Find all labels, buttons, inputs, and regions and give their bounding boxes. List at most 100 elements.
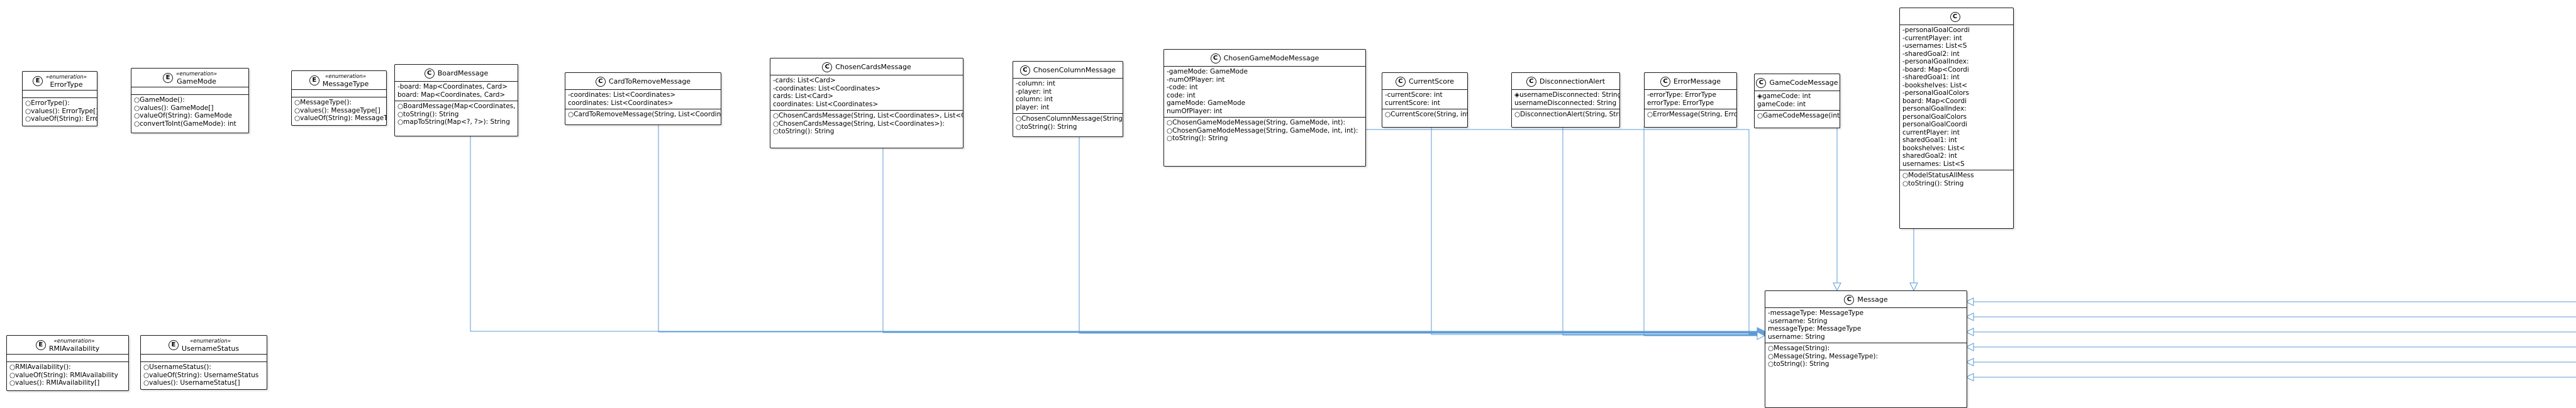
stereotype-label: «enumeration» (46, 74, 87, 80)
method-row: ○valueOf(String): GameMode (134, 112, 233, 119)
field-row: gameCode: int (1757, 100, 1806, 108)
class-titles: «enumeration»UsernameStatus (182, 338, 239, 353)
class-box-username-status: E«enumeration»UsernameStatus○UsernameSta… (140, 335, 267, 390)
fields-section: -coordinates: List<Coordinates> coordina… (565, 89, 721, 109)
class-icon: C (1526, 76, 1536, 87)
method-row: ○toString(): String (397, 110, 459, 118)
field-row: -gameMode: GameMode (1167, 68, 1248, 75)
field-row: coordinates: List<Coordinates> (773, 100, 879, 108)
field-row: -currentScore: int (1385, 91, 1443, 99)
inheritance-edge-disconnection-alert (1562, 126, 1757, 336)
inheritance-edge-error-message (1643, 126, 1757, 336)
field-row: -errorType: ErrorType (1647, 91, 1716, 99)
method-row: ○toString(): String (1016, 123, 1077, 131)
method-row: ○values(): ErrorType[] (25, 107, 97, 115)
class-box-game-mode: E«enumeration»GameMode○GameMode():○value… (131, 68, 249, 133)
field-row: -personalGoalIndex: (1902, 58, 1969, 65)
class-name: DisconnectionAlert (1539, 77, 1606, 85)
method-row: ○ChosenGameModeMessage(String, GameMode,… (1167, 119, 1346, 126)
class-header: E«enumeration»RMIAvailability (7, 336, 128, 354)
method-row: ○Message(String): (1768, 345, 1830, 352)
class-titles: CardToRemoveMessage (609, 77, 691, 85)
field-row: personalGoalCoordi (1902, 121, 1968, 128)
methods-section: ○ErrorType():○values(): ErrorType[]○valu… (23, 97, 97, 125)
methods-section: ○DisconnectionAlert(String, String): (1512, 109, 1619, 121)
field-row: sharedGoal2: int (1902, 152, 1957, 160)
field-row: code: int (1167, 91, 1196, 99)
enum-icon: E (309, 75, 319, 85)
class-titles: ChosenGameModeMessage (1224, 54, 1319, 62)
fields-section: -board: Map<Coordinates, Card> board: Ma… (395, 81, 518, 101)
fields-section (131, 87, 248, 94)
class-name: MessageType (322, 80, 369, 88)
class-box-message-type: E «enumeration»MessageType ○MessageType():… (291, 70, 387, 126)
method-row: ○CurrentScore(String, int): (1385, 111, 1468, 118)
field-row: -code: int (1167, 84, 1198, 91)
fields-section: -errorType: ErrorType errorType: ErrorTy… (1645, 89, 1736, 109)
inheritance-edge-card-to-remove (658, 124, 1757, 333)
stereotype-label: «enumeration» (53, 338, 95, 345)
method-row: ○values(): MessageType[] (294, 106, 380, 114)
class-name: ChosenCardsMessage (835, 62, 911, 71)
stereotype-label: «enumeration» (325, 74, 366, 80)
field-row: column: int (1016, 96, 1053, 103)
method-row: ○valueOf(String): ErrorType (25, 115, 97, 123)
fields-section: -personalGoalCoordi-currentPlayer: int-u… (1900, 25, 2013, 170)
class-name: RMIAvailability (48, 345, 100, 353)
class-titles: CurrentScore (1409, 77, 1454, 85)
field-row: -board: Map<Coordinates, Card> (397, 83, 508, 91)
class-titles: «enumeration»GameMode (176, 70, 217, 85)
class-titles: ChosenColumnMessage (1033, 66, 1116, 74)
method-row: ○ChosenGameModeMessage(String, GameMode,… (1167, 126, 1358, 135)
field-row: -numOfPlayer: int (1167, 75, 1225, 84)
class-titles: ChosenCardsMessage (835, 63, 911, 71)
fields-section: ◈gameCode: int gameCode: int (1755, 91, 1840, 110)
field-row: gameMode: GameMode (1167, 99, 1246, 107)
methods-section: ○ChosenColumnMessage(String, int):○toStr… (1013, 113, 1123, 133)
method-row: ○toString(): String (1902, 179, 1964, 187)
field-row: sharedGoal1: int (1902, 136, 1957, 144)
fields-section (23, 90, 97, 97)
fields-section: -currentScore: int currentScore: int (1382, 89, 1467, 109)
fields-section (292, 89, 386, 97)
class-icon: C (1395, 76, 1406, 87)
class-box-rmi-availability: E«enumeration»RMIAvailability○RMIAvailab… (6, 335, 129, 391)
field-row: -cards: List<Card> (773, 77, 836, 84)
class-icon: C (1844, 294, 1855, 305)
enum-icon: E (35, 340, 46, 350)
class-titles: «enumeration»RMIAvailability (49, 338, 99, 353)
field-row: -player: int (1016, 87, 1052, 96)
fields-section: -messageType: MessageType-username: Stri… (1765, 307, 1967, 343)
methods-section: ○GameCodeMessage(int): (1755, 110, 1840, 122)
field-row: usernames: List<S (1902, 160, 1965, 168)
method-row: ○values(): RMIAvailability[] (9, 379, 100, 387)
class-titles: «enumeration»ErrorType (46, 74, 87, 89)
fields-section (141, 354, 267, 361)
field-row: -personalGoalCoordi (1902, 26, 1970, 34)
methods-section: ○GameMode():○values(): GameMode[]○valueO… (131, 94, 248, 130)
methods-section: ○UsernameStatus():○valueOf(String): User… (141, 361, 267, 389)
fields-section: -column: int-player: int column: int pla… (1013, 78, 1123, 113)
method-row: ○ChosenCardsMessage(String, List<Coordin… (773, 119, 945, 128)
field-row: coordinates: List<Coordinates> (568, 99, 674, 107)
methods-section: ○ChosenGameModeMessage(String, GameMode,… (1164, 117, 1365, 145)
field-row: board: Map<Coordi (1902, 97, 1967, 105)
method-row: ○UsernameStatus(): (143, 363, 211, 371)
field-row: -bookshelves: List< (1902, 81, 1968, 89)
method-row: ○ChosenCardsMessage(String, List<Coordin… (773, 112, 963, 119)
method-row: ○MessageType(): (294, 99, 352, 106)
class-titles: Message (1857, 295, 1887, 304)
field-row: board: Map<Coordinates, Card> (397, 91, 506, 99)
class-icon: C (1950, 11, 1960, 22)
class-box-error-type: E«enumeration»ErrorType○ErrorType():○val… (22, 71, 97, 126)
methods-section: ○MessageType():○values(): MessageType[]○… (292, 97, 386, 124)
